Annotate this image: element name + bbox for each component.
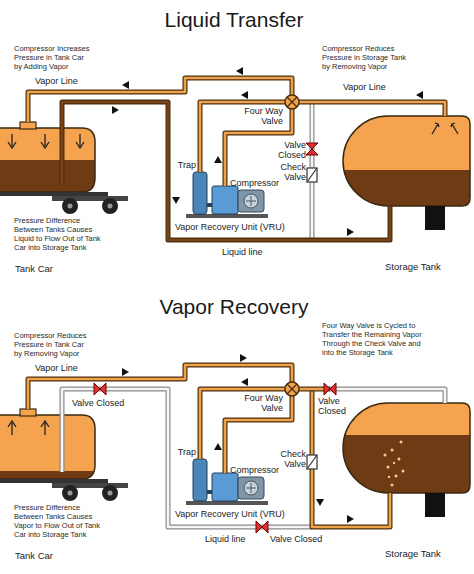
tank-label: Tank Car [15,264,53,275]
tank-label: Storage Tank [385,262,441,273]
part-label: Vapor Recovery Unit (VRU) [175,222,285,232]
part-label: Vapor Recovery Unit (VRU) [175,509,285,519]
part-label: Compressor [230,465,279,475]
pipe-label: Vapor Line [343,82,386,92]
part-label: Compressor [230,178,279,188]
panel-title: Vapor Recovery [0,295,471,319]
note-text: Pressure Difference Between Tanks Causes… [14,503,105,539]
part-label: Trap [170,447,196,457]
valve-label: Four Way Valve [237,393,283,413]
note-text: Compressor Reduces Pressure in Storage T… [322,44,414,71]
part-label: Trap [170,160,196,170]
valve-label: Four Way Valve [237,106,283,126]
tank-label: Storage Tank [385,549,441,560]
valve-label: Valve Closed [274,140,306,160]
pipe-label: Vapor Line [35,363,78,373]
pipe-label: Vapor Line [35,76,78,86]
pipe-label: Liquid line [205,534,246,544]
note-text: Compressor Reduces Pressure in Tank Car … [14,331,93,358]
panel-title: Liquid Transfer [0,8,471,32]
tank-label: Tank Car [15,551,53,562]
note-text: Four Way Valve is Cycled to Transfer the… [322,321,434,357]
valve-label: Valve Closed [318,396,352,416]
note-text: Pressure Difference Between Tanks Causes… [14,216,105,252]
valve-label: Valve Closed [270,534,322,544]
pipe-label: Liquid line [222,247,263,257]
valve-label: Valve Closed [72,398,124,408]
note-text: Compressor Increases Pressure in Tank Ca… [14,44,93,71]
